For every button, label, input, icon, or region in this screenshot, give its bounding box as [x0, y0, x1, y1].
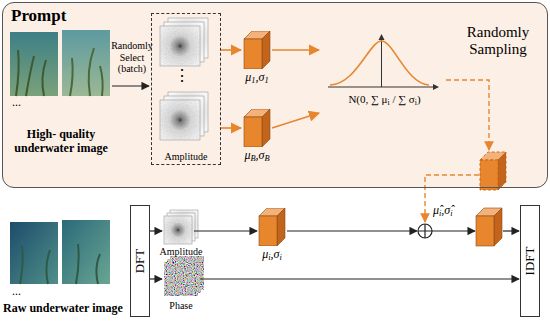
feature-line — [287, 230, 417, 231]
gaussian-curve — [381, 39, 382, 87]
feature-line — [432, 230, 475, 231]
ellipsis: ... — [12, 285, 52, 299]
underwater-photo — [10, 32, 58, 96]
gaussian-box: N(0, ∑ μi / ∑ σi) — [320, 29, 449, 119]
frequency-arrows — [150, 230, 162, 231]
phase-line — [200, 278, 519, 279]
transform-box: DFT — [130, 205, 150, 317]
node-text: IDFT — [523, 247, 538, 276]
amplitude-spectrum — [164, 216, 192, 244]
flow-arrow — [221, 127, 241, 129]
amplitude-arrow — [194, 230, 257, 231]
cuboid-symbol — [242, 109, 272, 147]
prompt-ground — [2, 2, 548, 188]
flow-arrow — [221, 49, 241, 51]
amplitude-spectrum — [164, 210, 198, 244]
add-symbol — [418, 224, 432, 238]
image-caption: Raw underwater image — [0, 302, 126, 316]
cuboid-symbol — [244, 39, 262, 69]
sampling-path — [446, 80, 489, 150]
node-text: N(0, ∑ μi / ∑ σi) — [320, 93, 449, 106]
amplitude-spectrum — [160, 26, 200, 66]
sampling-path — [480, 152, 506, 190]
node-text: DFT — [133, 249, 148, 274]
transform-box: IDFT — [520, 205, 540, 317]
underwater-photo — [16, 50, 46, 96]
amplitude-spectrum — [164, 216, 192, 244]
underwater-photo — [62, 30, 110, 96]
gaussian-curve — [379, 34, 385, 40]
node-text: Amplitude — [152, 151, 220, 163]
ellipsis: ⋮ — [172, 67, 192, 85]
gaussian-curve — [328, 87, 433, 88]
feature-block — [494, 208, 502, 246]
add-symbol — [418, 224, 432, 238]
node-text: μi,σi — [249, 248, 295, 262]
cuboid-symbol — [277, 208, 285, 246]
underwater-photo — [70, 48, 103, 96]
feature-block — [476, 216, 494, 246]
cuboid-symbol — [259, 216, 277, 246]
ellipsis: ... — [12, 96, 52, 110]
phase-spectrum — [164, 262, 198, 296]
select-arrow — [112, 85, 149, 86]
sampling-path — [480, 160, 498, 190]
amplitude-spectrum — [160, 100, 200, 140]
amplitude-spectrum — [160, 18, 208, 140]
raw-photo — [10, 222, 58, 284]
raw-photo — [62, 220, 110, 284]
frequency-arrows — [150, 278, 162, 279]
amplitude-group: Amplitude — [151, 13, 221, 165]
cuboid-symbol — [262, 31, 270, 69]
underwater-photo — [10, 30, 110, 96]
cuboid-symbol — [244, 117, 262, 147]
raw-photo — [10, 220, 110, 284]
step-label: Randomly Sampling — [452, 24, 544, 59]
feature-block: μi,σi — [249, 208, 295, 264]
gaussian-curve — [433, 84, 439, 90]
node-text: μ1,σ1 — [234, 71, 280, 85]
step-label: Randomly Select (batch) — [111, 40, 153, 75]
spectrum-label: Phase — [150, 300, 212, 312]
cuboid-symbol — [257, 208, 287, 246]
sampling-path — [425, 175, 479, 222]
node-text: μB,σB — [234, 149, 280, 163]
prompt-panel: PromptAmplitude μ1,σ1 μB,σB N(0, ∑ μi / ∑ σ… — [2, 2, 548, 188]
spectrum-label: Amplitude — [150, 246, 212, 258]
sampling-path — [425, 80, 506, 222]
amplitude-spectrum — [160, 26, 200, 66]
amplitude-spectrum — [160, 100, 200, 140]
add-symbol — [418, 224, 432, 238]
node-text: Prompt — [11, 6, 66, 26]
cuboid-symbol — [262, 109, 270, 147]
feature-block — [476, 208, 502, 246]
cuboid-symbol — [242, 31, 272, 69]
raw-photo — [20, 244, 100, 284]
flow-arrow — [272, 113, 319, 128]
flow-arrow — [272, 49, 319, 51]
feature-label: μ̂i,σ̂i — [433, 204, 473, 218]
feature-block: μB,σB — [234, 109, 280, 165]
phase-spectrum — [164, 256, 204, 296]
gaussian-curve — [330, 41, 429, 85]
gaussian-curve — [320, 29, 443, 91]
sampling-path — [498, 152, 506, 190]
feature-block: μ1,σ1 — [234, 31, 280, 87]
feature-line — [503, 230, 519, 231]
image-caption: High- quality underwater image — [6, 128, 116, 156]
